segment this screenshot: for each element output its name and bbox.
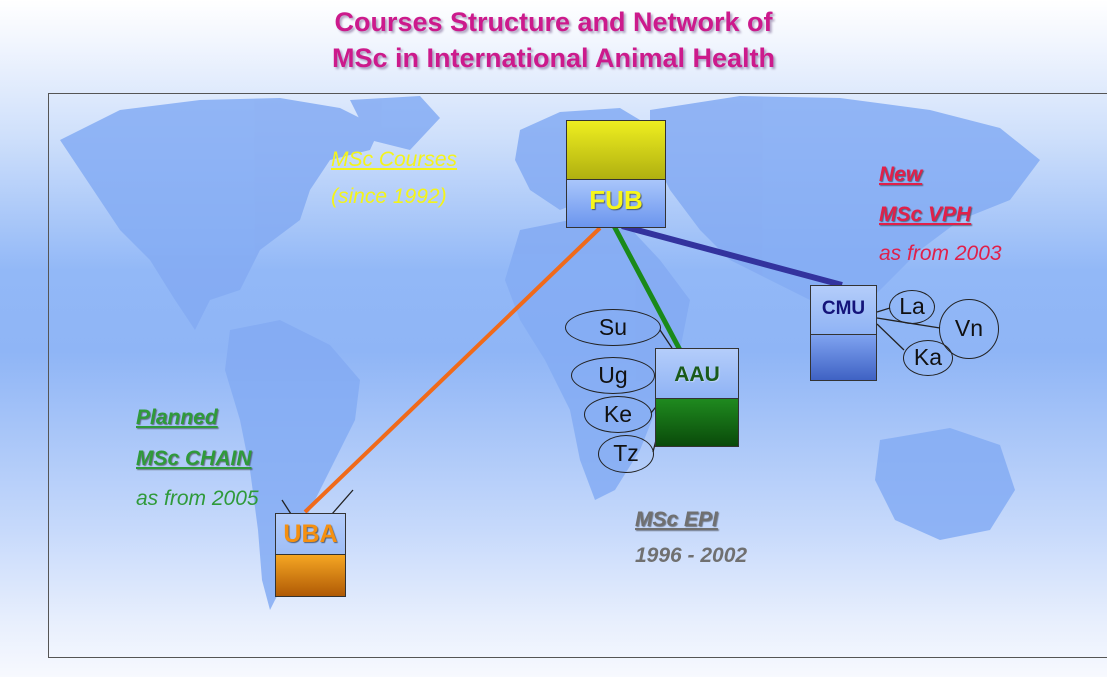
epi-years: 1996 - 2002 bbox=[635, 544, 748, 567]
title-line-2: MSc in International Animal Health bbox=[331, 43, 776, 73]
fub-node-top bbox=[567, 121, 665, 180]
aau-node: AAU bbox=[655, 348, 739, 447]
partner-la: La bbox=[889, 290, 935, 324]
vph-title: MSc VPH bbox=[879, 203, 972, 226]
australia-shape bbox=[875, 428, 1015, 540]
msc-courses-heading: MSc Courses bbox=[331, 148, 458, 171]
slide-title: Courses Structure and Network of MSc in … bbox=[0, 4, 1107, 76]
map-frame bbox=[48, 93, 1107, 658]
uba-node-top bbox=[276, 514, 345, 555]
uba-label: UBA bbox=[283, 520, 338, 548]
link-fub-cmu bbox=[621, 223, 843, 288]
uba-connector-right bbox=[331, 489, 354, 515]
chain-since: as from 2005 bbox=[136, 487, 259, 510]
connector-ka bbox=[876, 323, 905, 351]
link-fub-uba bbox=[303, 226, 602, 514]
south-america-shape bbox=[225, 320, 360, 610]
cmu-node: CMU bbox=[810, 285, 877, 381]
fub-label: FUB bbox=[589, 185, 643, 215]
vph-since: as from 2003 bbox=[879, 242, 1002, 265]
uba-node: UBA bbox=[275, 513, 346, 597]
partner-su: Su bbox=[565, 309, 661, 346]
cmu-node-top bbox=[811, 286, 876, 335]
link-fub-aau bbox=[611, 224, 683, 352]
chain-planned: Planned bbox=[136, 406, 218, 429]
fub-node-bottom bbox=[567, 180, 665, 227]
partner-ka: Ka bbox=[903, 340, 953, 376]
cmu-label: CMU bbox=[821, 298, 866, 319]
uba-connector-left bbox=[281, 499, 292, 515]
partner-ug: Ug bbox=[571, 357, 655, 394]
fub-node: FUB bbox=[566, 120, 666, 228]
uba-connectors bbox=[281, 489, 354, 515]
epi-heading: MSc EPI bbox=[635, 508, 718, 531]
partner-tz: Tz bbox=[598, 435, 654, 473]
asia-shape bbox=[650, 96, 1040, 320]
aau-node-bottom bbox=[656, 399, 738, 446]
connector-la bbox=[876, 307, 891, 313]
vph-new: New bbox=[879, 163, 923, 186]
chain-title: MSc CHAIN bbox=[136, 447, 252, 470]
aau-label: AAU bbox=[674, 363, 720, 386]
partner-ke: Ke bbox=[584, 396, 652, 433]
msc-courses-since: (since 1992) bbox=[331, 185, 447, 208]
uba-node-bottom bbox=[276, 555, 345, 596]
title-line-1: Courses Structure and Network of bbox=[334, 7, 773, 37]
north-america-shape bbox=[60, 98, 380, 330]
partner-vn: Vn bbox=[939, 299, 999, 359]
aau-node-top bbox=[656, 349, 738, 399]
greenland-shape bbox=[350, 96, 440, 150]
cmu-node-bottom bbox=[811, 335, 876, 380]
connector-su bbox=[659, 329, 673, 349]
